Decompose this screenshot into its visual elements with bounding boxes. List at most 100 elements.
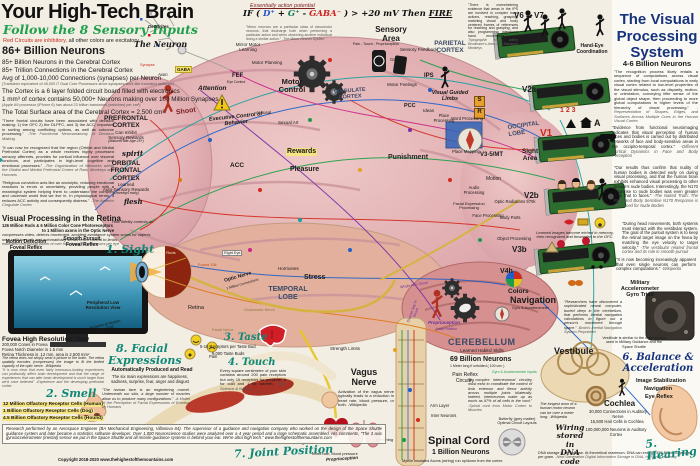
hormones-label: Hormones	[278, 266, 299, 271]
eye-control-label: Eye Control	[227, 80, 246, 84]
oculomotor-label: Oculomotor Nerve	[244, 308, 275, 312]
facial-sub: Automatically Produced and Read	[111, 367, 193, 373]
neuron-sketch	[140, 7, 231, 71]
poster-title: Your High-Tech Brain	[1, 1, 194, 23]
cerebellum-proprio: Proprioception	[428, 320, 461, 325]
taste-receptors: 5-10 Receptors per Taste Bud	[200, 344, 256, 349]
ofc-line: Auto-Sensory Rewards	[102, 186, 150, 192]
ofc-title: ORBITAL FRONTAL CORTEX	[110, 160, 142, 182]
retina-body: compresses video, detects movement, acci…	[2, 232, 151, 242]
single-neuron-quote: "It is now becoming increasingly apparen…	[616, 257, 696, 272]
sense-facial-label2: Expressions	[108, 354, 182, 367]
motor-feelings-label: Motor Feelings	[387, 82, 417, 87]
stat-note: (Transistor equivalent of 45,000 i7 Dual…	[2, 82, 174, 86]
retina-sub: to 1 Million axons in the Optic Nerve	[41, 227, 115, 233]
fidelity-label: How fidelity controls us	[112, 219, 153, 224]
stat-line: 85+ Billion Neurons in the Cerebral Cort…	[2, 59, 121, 66]
ear-icon	[651, 384, 698, 442]
cerebellum-sub: Learned Habits/ Skills	[460, 348, 504, 353]
butterfly-label: Butterfly (grey matter) Optimal Circuit …	[497, 417, 537, 426]
neuron-title: The Neuron	[134, 39, 188, 49]
stage-colors-label: Colors	[508, 288, 529, 295]
stage-nums-label: 1 2 3	[560, 107, 576, 114]
sense-balance-label: 6. Balance & Acceleration	[618, 352, 698, 374]
axon-length-quote: The longest axon of a human motor neuron…	[540, 402, 577, 419]
spirit-label: spirit	[122, 149, 144, 158]
stage-v2b-label: V2b	[524, 191, 539, 200]
right-eye-label: Right Eye	[222, 250, 243, 257]
orbital-frontal-cortex-label: ORBITAL FRONTAL CORTEX Learned Auto-Sens…	[98, 160, 154, 196]
body-parts-label: Body Parts	[500, 215, 521, 220]
pain-label: Pain	[209, 354, 218, 359]
word-processing-label: Word Processing	[451, 116, 483, 121]
sense-taste-label: 3. Taste	[224, 332, 268, 343]
motion-detection-label: Motion Detection Foveal Reflex	[5, 239, 47, 251]
formula-threshold: ) > +20 mV Then	[341, 9, 429, 19]
navigation-quote: "Researchers have discovered a sophistic…	[564, 300, 622, 334]
ips-label: IPS	[424, 73, 434, 79]
eye-reflex-label: Eye Reflex	[645, 394, 673, 400]
gaba-label: GABA	[175, 66, 193, 74]
arm-layer-label: Arm Layer	[430, 403, 450, 408]
pain-touch-label: Pain - Touch - Proprioception	[352, 42, 400, 46]
node-dots	[0, 58, 482, 442]
formula-dopamine: D⁺	[262, 9, 275, 19]
optic-radiations-label: Optic Radiations 570k	[494, 199, 536, 204]
vagus-t2: Nerve	[351, 377, 377, 388]
religion-quote: "Religious conviction acts like an anxio…	[2, 180, 114, 208]
decision-quote: "Three frontal circuits have been associ…	[2, 118, 114, 141]
hand-eye-label: Hand-Eye Coordination	[576, 43, 608, 55]
copyright: Copyright 2018-2020 www.thehighestofthem…	[58, 457, 174, 462]
object-processing-label: Object Processing	[497, 236, 531, 241]
v1-stage-icons	[566, 117, 616, 142]
arm-illustration	[142, 351, 339, 438]
grasp-label: Grasp	[390, 57, 403, 62]
stage-v2a-label: V2a	[522, 85, 537, 94]
place-processing-label: Place Processing	[433, 113, 455, 123]
fef-label: FEF	[232, 73, 244, 79]
attention-label: Attention	[198, 85, 227, 92]
navigation-compass-icon	[494, 306, 510, 322]
dna-line: DNA code	[560, 448, 580, 466]
fovea-title: Fovea High Resolution View	[2, 336, 89, 343]
spinal-myelin: Myelin insulated Axons (wiring) run up/d…	[402, 459, 503, 463]
stat-line: The Cortex is a 6 layer folded circuit b…	[2, 88, 180, 95]
sexual-art-label: Sexual Art	[278, 120, 299, 125]
cochlea-title: Cochlea	[604, 399, 636, 408]
cerebellum-meter: 1 Meter long if unfolded ( 100 cm² )	[450, 364, 505, 368]
pfc-line: Sensory Rewards	[108, 134, 144, 140]
sense-sight-label: 1. Sight	[106, 243, 155, 256]
vagus-body: Activation of the vagus nerve typically …	[338, 389, 394, 408]
arousal-label: Arousal	[256, 110, 272, 115]
r-box: R	[474, 108, 485, 119]
stage-v4h-label: V4h	[500, 268, 513, 275]
fovea-line: Retina Thickness is .12 mm, area is 2,50…	[2, 351, 90, 357]
olfactory-hound: 4.5 Billion Olfactory Receptor Cells (Ho…	[2, 416, 104, 422]
inhibitory-note-black: all other colors are excitatory	[67, 38, 139, 44]
audio-processing-label: Audio Processing	[463, 185, 485, 195]
spinal-neurons: 1 Billion Neurons	[432, 449, 490, 456]
stat-line: 85+ Trillion Connections in the Cerebral…	[2, 67, 133, 74]
facial-nerve-label: Facial Nerve	[212, 328, 234, 332]
mirror-neuron-quote: "Mirror neurons are a particular class o…	[246, 25, 332, 41]
ofc-networks-quote: "It can now be recognized that the regio…	[2, 145, 114, 177]
compass-icon	[445, 121, 483, 153]
nudity-quote: "Our results thus confirm that nudity of…	[614, 165, 699, 208]
v3b-object-icons	[545, 237, 604, 286]
dendrites-label: Dendrites	[148, 24, 169, 29]
axon-label: Axon	[158, 72, 168, 77]
pfc-line: (Matures late Age 25+)	[108, 138, 144, 143]
sensory-area-label: Sensory Area	[375, 25, 407, 43]
vagus-t1: Vagus	[350, 367, 378, 377]
cochlea-line: 15,500 Hair Cells in Cochlea	[590, 419, 644, 424]
facial-quote: "The human face is an engineering marvel…	[102, 388, 191, 409]
rewards-label: Rewards	[286, 148, 318, 156]
motor-control-label: Motor Control	[278, 77, 306, 95]
vs-title-line: Processing	[616, 27, 698, 45]
neuroimaging-quote: "Evidence from functional neuroimaging i…	[612, 125, 698, 159]
visual-system-title: The Visual Processing System	[616, 11, 698, 62]
face-processing-label: Face Processing	[472, 213, 504, 218]
touch-body: Every square centimetre of your skin con…	[220, 368, 286, 391]
fovea-15k-label: Fovea 15k	[198, 262, 217, 267]
